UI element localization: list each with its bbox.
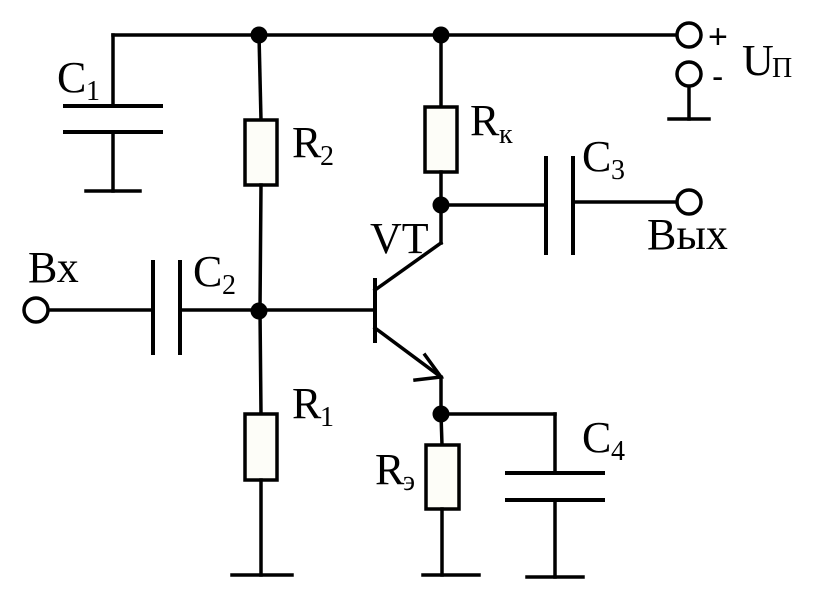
resistor-r1 <box>230 308 294 577</box>
supply-terminals <box>667 21 711 121</box>
rk-subscript: к <box>499 119 513 150</box>
c1-subscript: 1 <box>86 76 100 107</box>
r1-subscript: 1 <box>320 402 334 433</box>
output-label: Вых <box>647 210 728 259</box>
capacitor-c4 <box>439 412 605 579</box>
r2-subscript: 2 <box>320 141 334 172</box>
c3-label: C <box>582 132 611 181</box>
plus-sign: + <box>708 18 728 56</box>
capacitor-c3 <box>439 156 678 255</box>
capacitor-c2 <box>46 260 377 355</box>
transistor-vt <box>372 240 445 416</box>
re-label: R <box>375 445 405 494</box>
minus-terminal <box>675 60 703 88</box>
junction-dot <box>432 196 450 214</box>
plus-terminal <box>675 21 703 49</box>
r2-label: R <box>292 118 322 167</box>
input-terminal <box>22 296 50 324</box>
junction-dot <box>432 405 450 423</box>
junction-dots <box>250 26 450 423</box>
capacitor-c1 <box>63 33 163 193</box>
re-subscript: э <box>403 466 415 497</box>
junction-dot <box>432 26 450 44</box>
rk-label: R <box>470 96 500 145</box>
supply-label: U <box>742 36 774 85</box>
c4-subscript: 4 <box>611 436 625 467</box>
resistor-re <box>421 412 481 577</box>
resistor-r2 <box>243 33 279 312</box>
c2-subscript: 2 <box>222 270 236 301</box>
r1-label: R <box>292 379 322 428</box>
output-terminal <box>675 188 703 216</box>
resistor-rk <box>423 33 459 245</box>
junction-dot <box>250 26 268 44</box>
c2-label: C <box>193 247 222 296</box>
transistor-label: VT <box>370 214 429 263</box>
supply-subscript: П <box>772 53 792 84</box>
input-label: Вх <box>28 243 79 292</box>
c3-subscript: 3 <box>611 155 625 186</box>
c4-label: C <box>582 413 611 462</box>
minus-sign: - <box>712 58 723 96</box>
junction-dot <box>250 302 268 320</box>
c1-label: C <box>57 53 86 102</box>
